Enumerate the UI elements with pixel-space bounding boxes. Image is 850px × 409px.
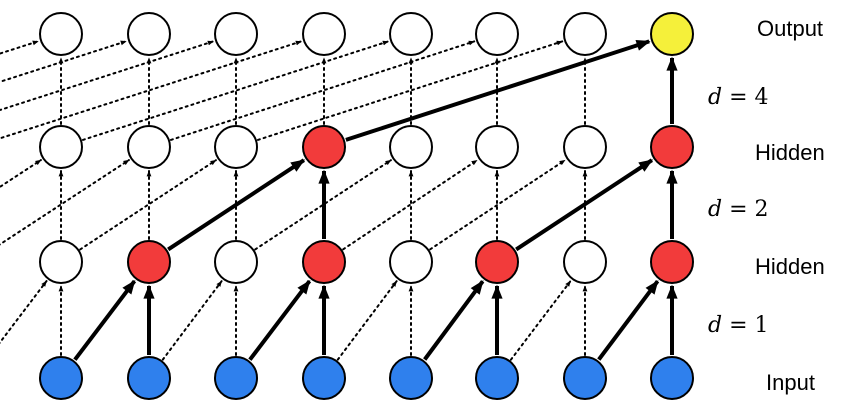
nodes <box>39 12 694 400</box>
input-node-6 <box>563 356 607 400</box>
output-node-1 <box>127 12 171 56</box>
input-node-5 <box>475 356 519 400</box>
active-edge-diagonal <box>345 39 651 142</box>
input-node-3 <box>302 356 346 400</box>
inactive-edge-diagonal <box>336 280 398 361</box>
dilation-var-upper: d <box>708 85 722 110</box>
dilation-value-upper: 4 <box>755 85 769 110</box>
inactive-edge-diagonal <box>342 159 478 251</box>
input-layer-label: Input <box>766 370 815 395</box>
hidden-2-node-4 <box>389 125 433 169</box>
hidden-1-node-5 <box>475 240 519 284</box>
inactive-edge-offscreen <box>0 159 42 189</box>
hidden-1-node-2 <box>214 240 258 284</box>
inactive-edge-diagonal <box>509 280 572 361</box>
dilation-eq-lower: = <box>722 313 754 338</box>
inactive-edge-offscreen <box>0 40 303 140</box>
output-node-4 <box>389 12 433 56</box>
dilation-value-lower: 1 <box>755 313 769 338</box>
inactive-edge-diagonal <box>169 40 476 141</box>
hidden-2-node-1 <box>127 125 171 169</box>
hidden-1-node-6 <box>563 240 607 284</box>
inactive-edge-diagonal <box>79 159 217 251</box>
dilation-eq-middle: = <box>722 197 754 222</box>
dilation-var-lower: d <box>708 313 722 338</box>
active-edge-diagonal <box>423 280 485 361</box>
inactive-edge-offscreen <box>0 280 48 345</box>
output-node-3 <box>302 12 346 56</box>
dilation-label-middle: d = 2 <box>708 197 769 222</box>
output-node-2 <box>214 12 258 56</box>
active-connections <box>73 39 678 361</box>
inactive-edge-diagonal <box>161 280 223 361</box>
dilation-eq-upper: = <box>722 85 754 110</box>
inactive-edge-diagonal <box>81 40 390 141</box>
inactive-connections <box>0 40 588 361</box>
inactive-edge-offscreen <box>0 40 215 112</box>
hidden-1-node-1 <box>127 240 171 284</box>
output-node-0 <box>39 12 83 56</box>
input-node-7 <box>650 356 694 400</box>
inactive-edge-offscreen <box>0 40 128 83</box>
hidden-2-node-0 <box>39 125 83 169</box>
hidden-1-node-0 <box>39 240 83 284</box>
output-node-5 <box>475 12 519 56</box>
hidden-2-node-5 <box>475 125 519 169</box>
output-layer-label: Output <box>757 16 823 41</box>
dilation-var-middle: d <box>708 197 722 222</box>
hidden-1-node-7 <box>650 240 694 284</box>
dilation-label-lower: d = 1 <box>708 313 769 338</box>
inactive-edge-offscreen <box>0 159 130 246</box>
active-edge-diagonal <box>597 280 660 361</box>
inactive-edge-diagonal <box>256 40 564 141</box>
hidden-upper-layer-label: Hidden <box>755 140 825 165</box>
hidden-lower-layer-label: Hidden <box>755 254 825 279</box>
hidden-1-node-4 <box>389 240 433 284</box>
hidden-2-node-3 <box>302 125 346 169</box>
input-node-2 <box>214 356 258 400</box>
active-edge-diagonal <box>167 158 306 252</box>
hidden-2-node-2 <box>214 125 258 169</box>
dilation-value-middle: 2 <box>755 197 769 222</box>
input-node-0 <box>39 356 83 400</box>
output-node-6 <box>563 12 607 56</box>
active-edge-diagonal <box>515 158 654 252</box>
hidden-2-node-7 <box>650 125 694 169</box>
input-node-1 <box>127 356 171 400</box>
input-node-4 <box>389 356 433 400</box>
hidden-1-node-3 <box>302 240 346 284</box>
hidden-2-node-6 <box>563 125 607 169</box>
active-edge-diagonal <box>73 279 137 361</box>
inactive-edge-diagonal <box>429 159 566 251</box>
active-edge-diagonal <box>248 279 312 361</box>
dilation-label-upper: d = 4 <box>708 85 769 110</box>
output-node-7 <box>650 12 694 56</box>
